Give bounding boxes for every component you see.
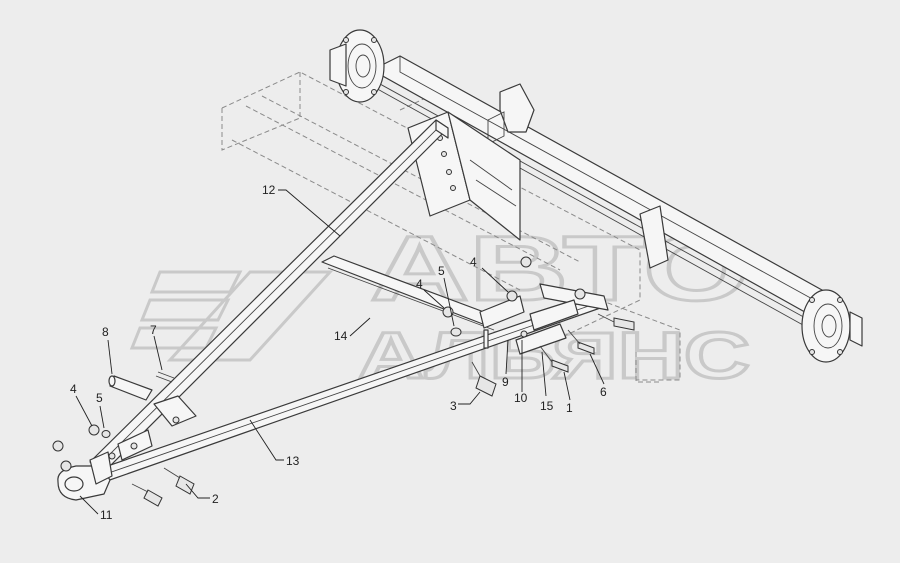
leader-11 bbox=[79, 495, 99, 515]
leader-5a bbox=[99, 405, 105, 429]
leader-4b bbox=[423, 289, 445, 309]
leader-13 bbox=[249, 419, 284, 461]
leader-1 bbox=[563, 371, 571, 401]
leader-4a bbox=[75, 395, 93, 427]
callout-4-middle: 4 bbox=[416, 277, 423, 291]
wheel-hub-left bbox=[329, 29, 385, 103]
callout-7: 7 bbox=[150, 323, 157, 337]
callout-1: 1 bbox=[566, 401, 573, 415]
callout-5-left: 5 bbox=[96, 391, 103, 405]
leader-4c bbox=[481, 267, 509, 293]
leader-6 bbox=[589, 353, 605, 385]
callout-2: 2 bbox=[212, 492, 219, 506]
leader-2 bbox=[185, 483, 210, 499]
leader-7 bbox=[153, 335, 163, 371]
callout-15: 15 bbox=[540, 399, 554, 413]
leader-9 bbox=[505, 339, 509, 375]
callout-8: 8 bbox=[102, 325, 109, 339]
leader-15 bbox=[541, 351, 547, 397]
leader-5b bbox=[443, 277, 455, 327]
hitch-eye-11 bbox=[57, 395, 197, 501]
callout-14: 14 bbox=[334, 329, 348, 343]
watermark-emblem bbox=[129, 270, 334, 362]
callout-3: 3 bbox=[450, 399, 457, 413]
leader-12 bbox=[278, 189, 341, 237]
leader-lines bbox=[75, 189, 605, 515]
wheel-hub-right bbox=[801, 289, 863, 363]
rear-plates bbox=[479, 283, 609, 355]
callout-labels: 12 14 13 11 2 3 4 5 8 7 4 5 4 9 10 15 1 … bbox=[70, 183, 607, 522]
callout-10: 10 bbox=[514, 391, 528, 405]
callout-11: 11 bbox=[100, 508, 113, 522]
leader-14 bbox=[349, 317, 371, 337]
callout-13: 13 bbox=[286, 454, 300, 468]
callout-4-left: 4 bbox=[70, 382, 77, 396]
callout-5-middle: 5 bbox=[438, 264, 445, 278]
leader-8 bbox=[107, 339, 113, 375]
callout-9: 9 bbox=[502, 375, 509, 389]
callout-6: 6 bbox=[600, 385, 607, 399]
hardware bbox=[52, 256, 635, 507]
leader-3 bbox=[458, 391, 481, 405]
callout-4-right: 4 bbox=[470, 255, 477, 269]
callout-12: 12 bbox=[262, 183, 276, 197]
axle-bracket bbox=[487, 83, 669, 269]
